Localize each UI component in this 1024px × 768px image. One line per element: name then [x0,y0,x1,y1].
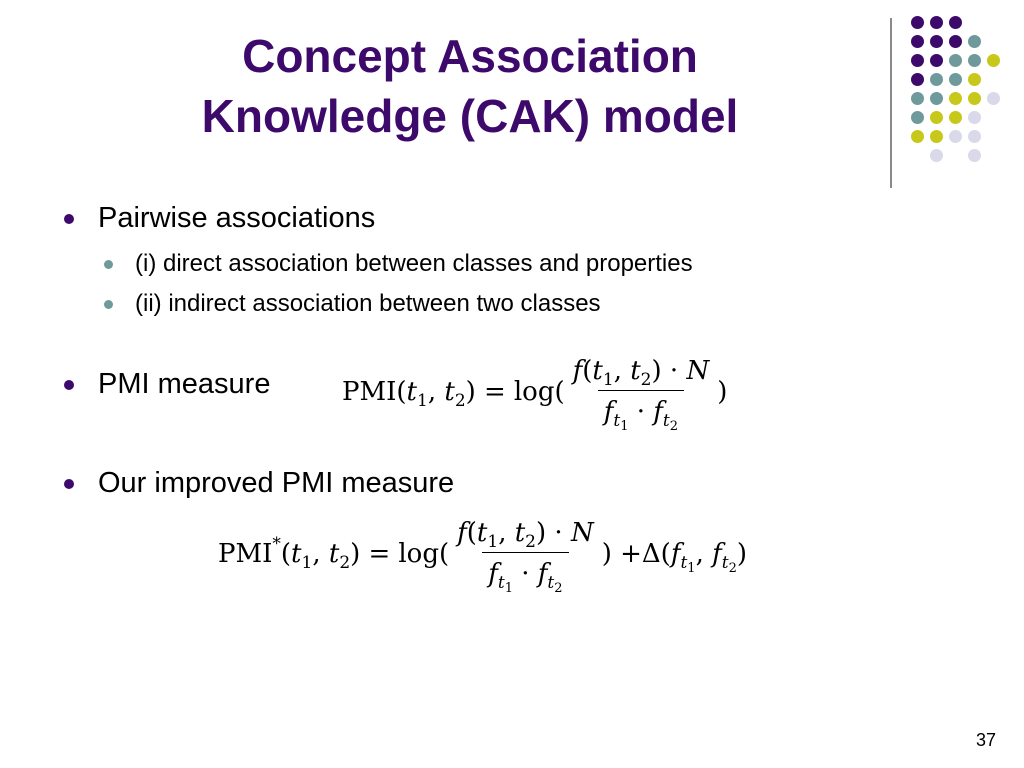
title-line-2: Knowledge (CAK) model [201,90,739,142]
decorative-dot [930,54,943,67]
decorative-dot [968,92,981,105]
decorative-dot [911,111,924,124]
bullet-improved-pmi: Our improved PMI measure [64,467,454,500]
pmi-numerator: f(t1, t2) · N [572,356,710,390]
improved-pmi-denominator: ft1 · ft2 [482,552,569,596]
pmi-label: PMI [342,376,397,407]
pmi-star-label: PMI [218,538,273,569]
bullet-pairwise-associations: Pairwise associations [64,202,375,235]
decorative-dot [911,92,924,105]
decorative-dot [930,16,943,29]
decorative-dot [949,35,962,48]
sub-bullet-direct-association: (i) direct association between classes a… [104,250,693,278]
decorative-dot [930,130,943,143]
decorative-dot [911,16,924,29]
bullet-text: PMI measure [98,368,271,400]
decorative-dot [987,54,1000,67]
pmi-formula: PMI (t1, t2) = log ( f(t1, t2) · N ft1 ·… [342,356,728,434]
sub-bullet-marker [104,259,113,269]
decorative-dot [949,73,962,86]
improved-pmi-formula: PMI* (t1, t2) = log ( f(t1, t2) · N ft1 … [218,518,748,596]
decorative-dot [949,16,962,29]
improved-pmi-numerator: f(t1, t2) · N [457,518,594,552]
decorative-dot [911,130,924,143]
improved-pmi-fraction: f(t1, t2) · N ft1 · ft2 [451,518,600,596]
decorative-dot [911,54,924,67]
log-label: log [513,376,555,407]
decorative-dot [930,73,943,86]
bullet-text: Pairwise associations [98,202,376,234]
bullet-marker [64,213,74,224]
decorative-dot [968,73,981,86]
sub-bullet-marker [104,299,113,309]
decorative-dot [930,35,943,48]
bullet-text: Our improved PMI measure [98,467,455,499]
decorative-dot [911,35,924,48]
decorative-dot [949,111,962,124]
log-label: log [398,538,439,569]
bullet-marker [64,478,74,489]
sub-bullet-text: (i) direct association between classes a… [135,250,693,277]
slide-title: Concept Association Knowledge (CAK) mode… [60,26,880,146]
decorative-dot [968,54,981,67]
title-line-1: Concept Association [242,30,698,82]
vertical-divider [890,18,892,188]
decorative-dot [930,92,943,105]
pmi-fraction: f(t1, t2) · N ft1 · ft2 [567,356,716,434]
decorative-dot [968,35,981,48]
decorative-dot [987,92,1000,105]
decorative-dot [949,92,962,105]
decorative-dot [968,130,981,143]
bullet-pmi-measure: PMI measure [64,368,270,401]
decorative-dot [911,73,924,86]
bullet-marker [64,379,74,390]
decorative-dot [968,149,981,162]
pmi-denominator: ft1 · ft2 [597,390,685,434]
sub-bullet-text: (ii) indirect association between two cl… [135,290,601,317]
sub-bullet-indirect-association: (ii) indirect association between two cl… [104,290,601,318]
decorative-dot [930,149,943,162]
decorative-dot [968,111,981,124]
delta-symbol: Δ [641,538,661,569]
decorative-dot [949,130,962,143]
decorative-dot [930,111,943,124]
decorative-dot-grid [0,0,1024,200]
decorative-dot [949,54,962,67]
pmi-star: * [272,533,281,554]
page-number: 37 [975,730,996,750]
